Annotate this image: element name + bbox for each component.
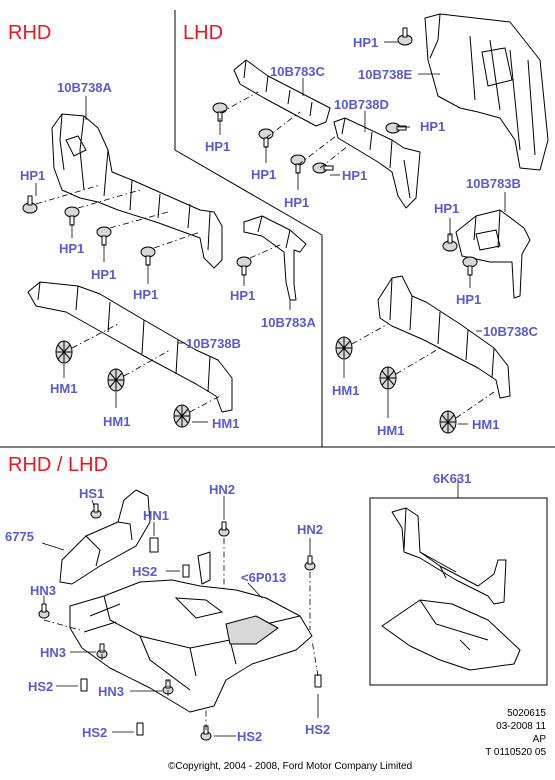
callout-hn3: HN3 [30, 583, 56, 598]
callout-10b783a: 10B783A [261, 315, 317, 330]
callout-hp1: HP1 [284, 195, 309, 210]
callout-hs1: HS1 [79, 486, 104, 501]
dashed-guides-rhd-upper [35, 184, 283, 259]
callout-hm1: HM1 [332, 383, 359, 398]
hm1-grommets-rhd [55, 340, 191, 428]
callout-hp1: HP1 [342, 168, 367, 183]
callout-hm1: HM1 [212, 416, 239, 431]
part-10b783c-bracket [233, 59, 331, 127]
section-title-rhd-lhd: RHD / LHD [8, 454, 108, 476]
footer-code-region: AP [532, 734, 546, 745]
callout-10b738e: 10B738E [358, 67, 413, 82]
part-10b738e-shield [424, 13, 549, 171]
callout-hs2: HS2 [82, 725, 107, 740]
part-10b738d-bracket [333, 117, 421, 209]
callout-6775: 6775 [5, 529, 34, 544]
fasteners-bottom [38, 503, 322, 741]
leader-lines [35, 41, 506, 737]
callout-hp1: HP1 [91, 267, 116, 282]
callout-6p013: <6P013 [241, 570, 286, 585]
section-title-rhd: RHD [8, 22, 51, 44]
callout-hs2: HS2 [132, 564, 157, 579]
callout-10b738d: 10B738D [334, 97, 389, 112]
callout-6k631: 6K631 [433, 471, 471, 486]
callout-10b738c: 10B738C [483, 324, 539, 339]
callout-hs2: HS2 [28, 679, 53, 694]
callout-hm1: HM1 [50, 381, 77, 396]
callout-hn2: HN2 [209, 482, 235, 497]
section-dividers [0, 10, 555, 448]
callout-hs2: HS2 [305, 722, 330, 737]
footer-code-date: 03-2008 11 [496, 721, 546, 732]
callout-hp1: HP1 [251, 167, 276, 182]
callout-labels: HP1 10B783C 10B738E 10B738A 10B738D HP1 … [5, 35, 539, 744]
callout-hm1: HM1 [103, 414, 130, 429]
footer-code-reference: T 0110520 05 [485, 747, 546, 758]
callout-hn3: HN3 [98, 684, 124, 699]
hp1-clips-rhd [22, 195, 252, 276]
hm1-grommets-lhd [335, 336, 457, 434]
callout-hm1: HM1 [377, 423, 404, 438]
callout-hn3: HN3 [40, 645, 66, 660]
callout-10b783c: 10B783C [270, 64, 326, 79]
callout-hp1: HP1 [133, 287, 158, 302]
callout-hp1: HP1 [434, 201, 459, 216]
copyright-notice: ©Copyright, 2004 - 2008, Ford Motor Comp… [168, 761, 413, 772]
callout-hn1: HN1 [143, 508, 169, 523]
part-10b738c-rail [377, 275, 511, 399]
part-10b738b-rail [27, 281, 233, 413]
callout-hp1: HP1 [420, 119, 445, 134]
callout-10b738b: 10B738B [186, 336, 241, 351]
callout-hp1: HP1 [353, 35, 378, 50]
callout-hp1: HP1 [456, 292, 481, 307]
dashed-guides-lhd-upper [219, 91, 349, 169]
dashed-guides-lhd-lower [351, 323, 495, 419]
callout-10b783b: 10B783B [466, 176, 521, 191]
part-6775-splash-shield [59, 489, 151, 585]
callout-hn2: HN2 [297, 522, 323, 537]
footer-code-illustration: 5020615 [507, 708, 546, 719]
part-6p013-underbody-shield [69, 579, 313, 713]
dashed-guides-bottom [43, 538, 319, 730]
callout-hp1: HP1 [230, 288, 255, 303]
callout-hm1: HM1 [472, 417, 499, 432]
footer-codes: 5020615 03-2008 11 AP T 0110520 05 [440, 707, 546, 759]
inset-6k631 [369, 497, 548, 686]
callout-10b738a: 10B738A [57, 80, 113, 95]
dashed-guides-rhd-lower [71, 323, 221, 413]
callout-hp1: HP1 [205, 139, 230, 154]
callout-hs2: HS2 [237, 729, 262, 744]
part-10b783b-bracket [455, 209, 531, 299]
callout-hp1: HP1 [20, 168, 45, 183]
bracket-hs2-mount [197, 551, 211, 585]
part-10b738a-bracket [51, 113, 223, 269]
section-title-lhd: LHD [183, 22, 223, 44]
callout-hp1: HP1 [59, 241, 84, 256]
part-10b783a-bracket [243, 215, 307, 301]
